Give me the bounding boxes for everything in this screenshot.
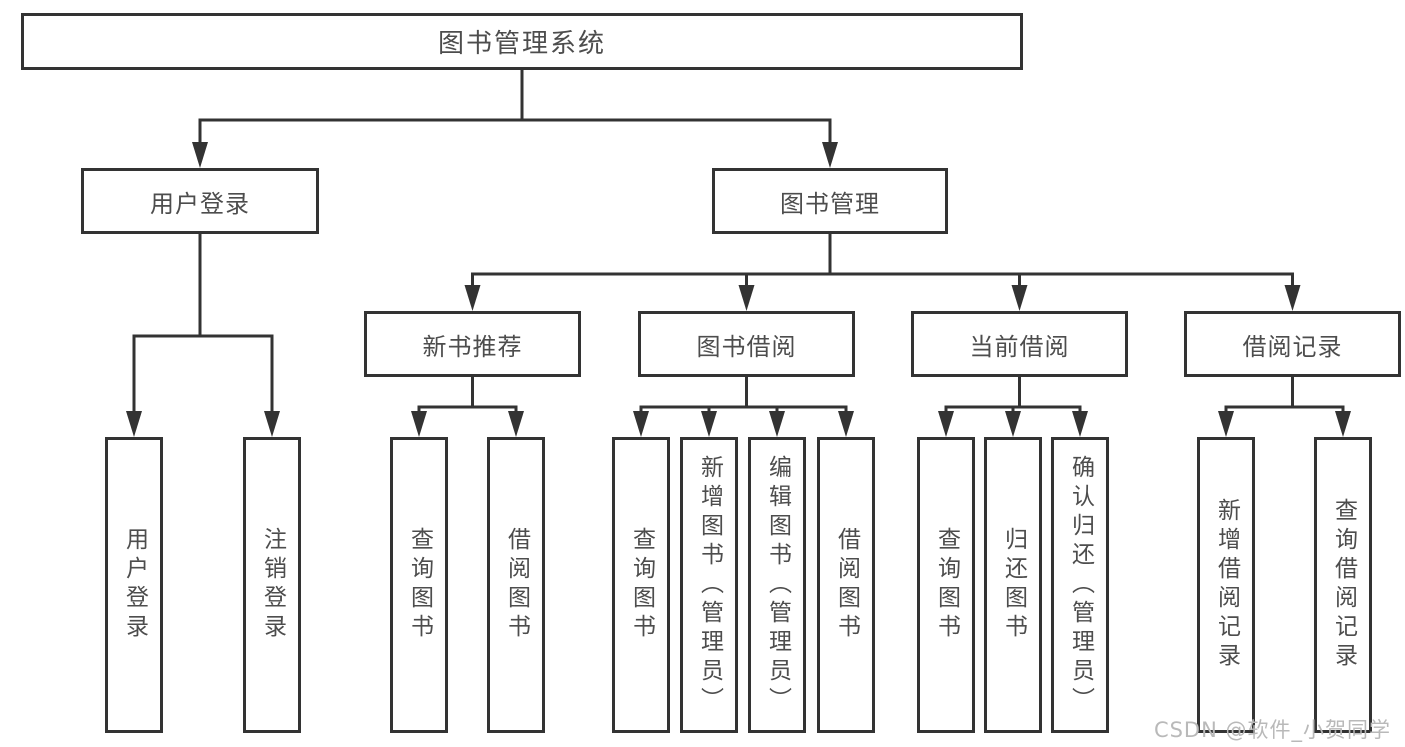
- arrowhead-down-icon: [838, 411, 854, 437]
- arrowhead-down-icon: [822, 142, 838, 168]
- node-book-mgmt: 图书管理: [712, 168, 948, 234]
- node-bb-borrow: 借阅图书: [817, 437, 875, 733]
- arrowhead-down-icon: [1284, 285, 1301, 311]
- arrowhead-down-icon: [769, 411, 785, 437]
- node-bb-query: 查询图书: [612, 437, 670, 733]
- node-cb-query: 查询图书: [917, 437, 975, 733]
- node-user-login: 用户登录: [81, 168, 319, 234]
- arrowhead-down-icon: [1011, 285, 1028, 311]
- node-new-book-rec: 新书推荐: [364, 311, 581, 377]
- node-root: 图书管理系统: [21, 13, 1023, 70]
- node-borrow-records: 借阅记录: [1184, 311, 1401, 377]
- node-cb-return: 归还图书: [984, 437, 1042, 733]
- arrowhead-down-icon: [1335, 411, 1351, 437]
- arrowhead-down-icon: [938, 411, 954, 437]
- node-cb-confirm: 确认归还（管理员）: [1051, 437, 1109, 733]
- arrowhead-down-icon: [411, 411, 427, 437]
- arrowhead-down-icon: [192, 142, 208, 168]
- node-br-query: 查询借阅记录: [1314, 437, 1372, 733]
- arrowhead-down-icon: [633, 411, 649, 437]
- arrowhead-down-icon: [1005, 411, 1021, 437]
- node-book-borrow: 图书借阅: [638, 311, 855, 377]
- node-nbr-borrow: 借阅图书: [487, 437, 545, 733]
- arrowhead-down-icon: [126, 411, 142, 437]
- arrowhead-down-icon: [1218, 411, 1234, 437]
- arrowhead-down-icon: [1072, 411, 1088, 437]
- arrowhead-down-icon: [738, 285, 755, 311]
- arrowhead-down-icon: [264, 411, 280, 437]
- arrowhead-down-icon: [701, 411, 717, 437]
- node-bb-edit: 编辑图书（管理员）: [748, 437, 806, 733]
- node-bb-add: 新增图书（管理员）: [680, 437, 738, 733]
- watermark: CSDN @软件_小贺同学: [1153, 718, 1391, 742]
- node-leaf-logout: 注销登录: [243, 437, 301, 733]
- node-br-add: 新增借阅记录: [1197, 437, 1255, 733]
- node-nbr-query: 查询图书: [390, 437, 448, 733]
- arrowhead-down-icon: [464, 285, 481, 311]
- node-leaf-user-login: 用户登录: [105, 437, 163, 733]
- node-current-borrow: 当前借阅: [911, 311, 1128, 377]
- arrowhead-down-icon: [508, 411, 524, 437]
